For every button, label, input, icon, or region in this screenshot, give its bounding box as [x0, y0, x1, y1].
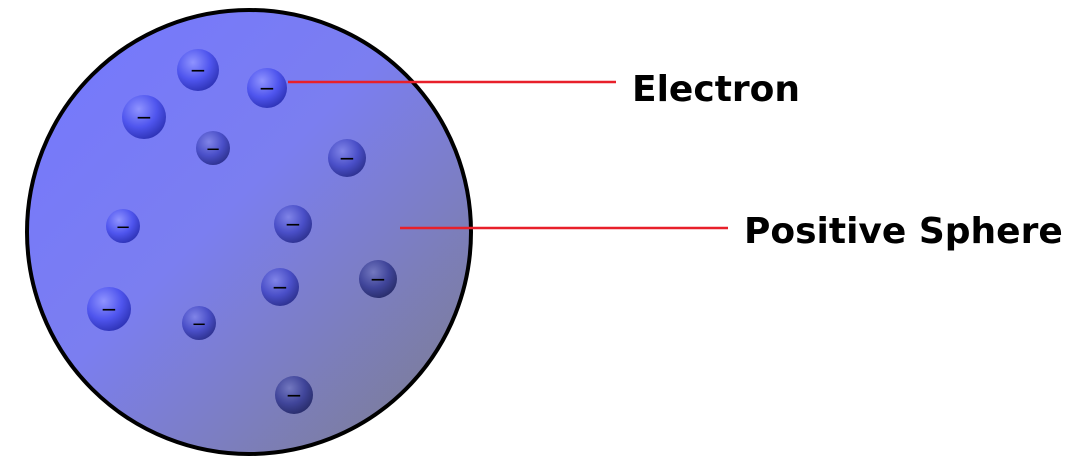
svg-text:−: − — [190, 58, 207, 82]
electron: − — [106, 209, 140, 243]
electron: − — [359, 260, 397, 298]
electron: − — [196, 131, 230, 165]
electron: − — [261, 268, 299, 306]
svg-text:−: − — [191, 314, 206, 335]
svg-text:−: − — [205, 139, 220, 160]
svg-text:−: − — [101, 297, 118, 321]
svg-text:−: − — [272, 275, 289, 299]
electron: − — [122, 95, 166, 139]
svg-text:−: − — [286, 383, 303, 407]
positive-sphere-label: Positive Sphere — [744, 211, 1063, 252]
svg-text:−: − — [285, 212, 302, 236]
svg-text:−: − — [136, 105, 153, 129]
electron: − — [274, 205, 312, 243]
electron: − — [182, 306, 216, 340]
electron: − — [275, 376, 313, 414]
electron: − — [87, 287, 131, 331]
positive-sphere — [25, 8, 473, 456]
electron: − — [328, 139, 366, 177]
svg-text:−: − — [259, 76, 276, 100]
svg-text:−: − — [339, 146, 356, 170]
electron: − — [247, 68, 287, 108]
electron-label: Electron — [632, 69, 801, 110]
svg-text:−: − — [370, 267, 387, 291]
svg-text:−: − — [115, 217, 130, 238]
electron: − — [177, 49, 219, 91]
